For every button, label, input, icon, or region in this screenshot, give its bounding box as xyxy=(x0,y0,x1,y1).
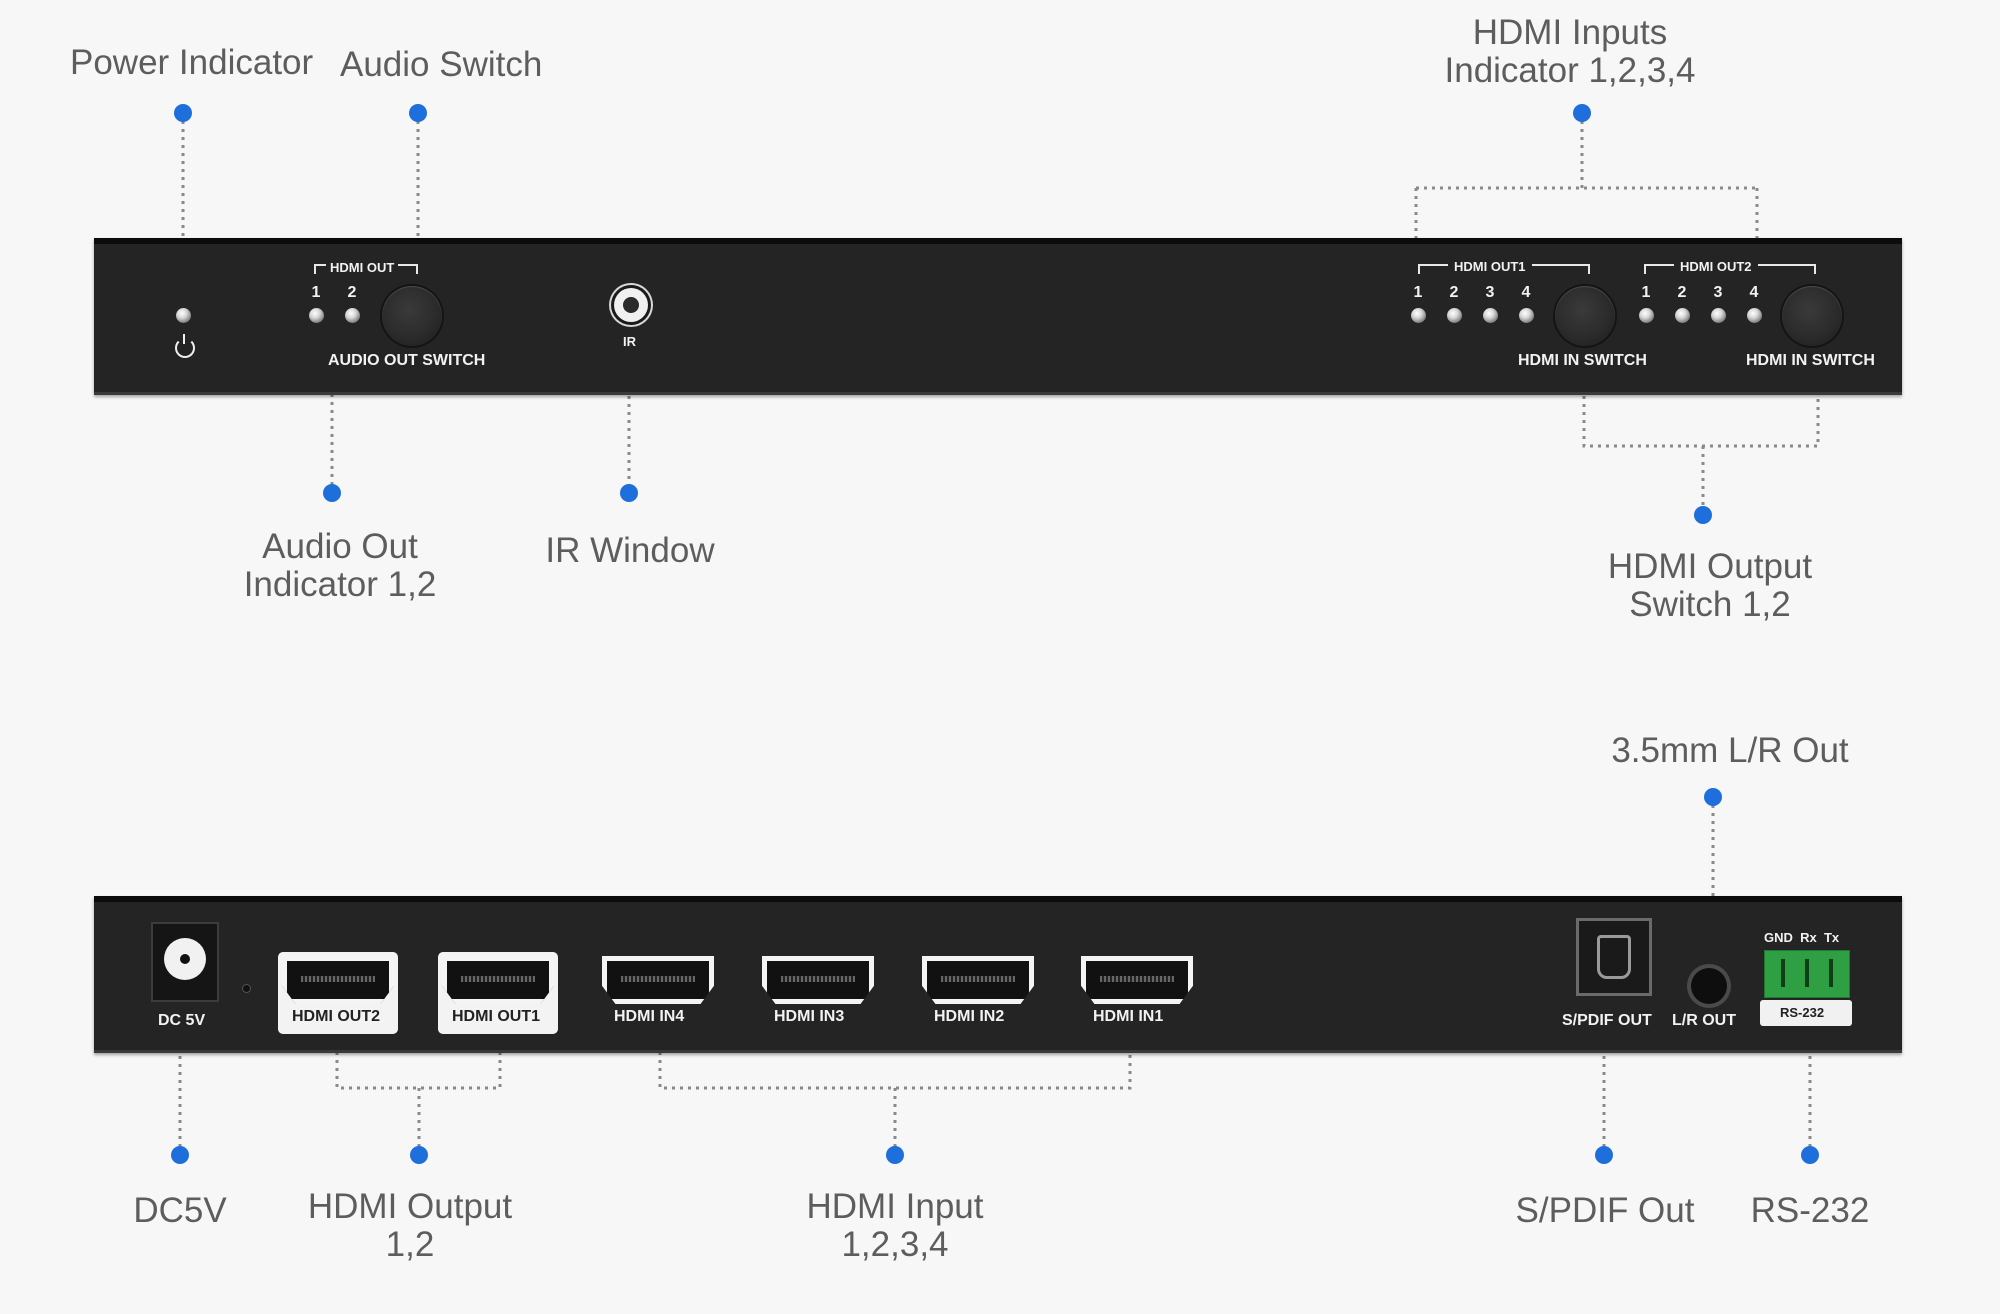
dot-lr-out xyxy=(1704,788,1722,806)
dc-power-jack[interactable] xyxy=(151,922,219,1002)
rs232-terminal[interactable] xyxy=(1764,950,1850,998)
hdmi-out2-port[interactable] xyxy=(282,956,394,1004)
dot-audio-switch xyxy=(409,104,427,122)
callout-hdmi-inputs-indicator: HDMI Inputs Indicator 1,2,3,4 xyxy=(1444,13,1696,90)
out1-led-3 xyxy=(1483,308,1498,323)
hdmi-out1-port-plate xyxy=(438,952,558,1034)
out2-led-num-4: 4 xyxy=(1749,284,1759,301)
hdmi-in2-label: HDMI IN2 xyxy=(934,1008,1005,1025)
dot-audio-out-indicator xyxy=(323,484,341,502)
hdmi-in1-label: HDMI IN1 xyxy=(1093,1008,1164,1025)
callout-audio-out-indicator: Audio Out Indicator 1,2 xyxy=(243,527,437,604)
reset-pinhole[interactable] xyxy=(242,984,251,993)
out2-led-num-2: 2 xyxy=(1677,284,1687,301)
spdif-label: S/PDIF OUT xyxy=(1562,1012,1652,1029)
power-icon xyxy=(175,334,195,358)
rs232-connector: RS-232 xyxy=(1760,924,1852,1026)
hdmi-in2-port[interactable] xyxy=(922,956,1034,1004)
hdmi-out-header: HDMI OUT xyxy=(326,260,399,275)
hdmi-in3-label: HDMI IN3 xyxy=(774,1008,845,1025)
audio-out-switch-label: AUDIO OUT SWITCH xyxy=(328,352,486,369)
hdmi-in4-label: HDMI IN4 xyxy=(614,1008,685,1025)
dot-power xyxy=(174,104,192,122)
callout-spdif-out: S/PDIF Out xyxy=(1515,1191,1695,1230)
ir-label: IR xyxy=(623,334,636,349)
ir-window xyxy=(614,288,648,322)
dot-output-switch xyxy=(1694,506,1712,524)
audio-led-2 xyxy=(345,308,360,323)
out1-led-num-2: 2 xyxy=(1449,284,1459,301)
audio-led-num-2: 2 xyxy=(347,284,357,301)
dot-inputs-indicator xyxy=(1573,104,1591,122)
power-led xyxy=(176,308,191,323)
callout-ir-window: IR Window xyxy=(545,531,715,570)
hdmi-out1-in-switch-button[interactable] xyxy=(1555,286,1615,346)
audio-out-switch-button[interactable] xyxy=(382,286,442,346)
hdmi-in4-port[interactable] xyxy=(602,956,714,1004)
dot-ir-window xyxy=(620,484,638,502)
hdmi-out1-port[interactable] xyxy=(442,956,554,1004)
out1-led-num-1: 1 xyxy=(1413,284,1423,301)
out2-led-num-3: 3 xyxy=(1713,284,1723,301)
callout-audio-switch: Audio Switch xyxy=(340,45,543,84)
hdmi-in1-port[interactable] xyxy=(1081,956,1193,1004)
out1-led-1 xyxy=(1411,308,1426,323)
callout-lr-out: 3.5mm L/R Out xyxy=(1611,731,1849,770)
rs232-pin-labels: GND Rx Tx xyxy=(1764,930,1840,945)
hdmi-in3-port[interactable] xyxy=(762,956,874,1004)
hdmi-out1-in-switch-label: HDMI IN SWITCH xyxy=(1518,352,1647,369)
dot-dc5v xyxy=(171,1146,189,1164)
out2-led-num-1: 1 xyxy=(1641,284,1651,301)
lr-out-label: L/R OUT xyxy=(1672,1012,1736,1029)
callout-hdmi-output: HDMI Output 1,2 xyxy=(307,1187,513,1264)
out2-led-1 xyxy=(1639,308,1654,323)
callout-power-indicator: Power Indicator xyxy=(70,43,314,82)
callout-hdmi-input: HDMI Input 1,2,3,4 xyxy=(806,1187,984,1264)
out1-led-4 xyxy=(1519,308,1534,323)
hdmi-out2-port-plate xyxy=(278,952,398,1034)
dot-rs232 xyxy=(1801,1146,1819,1164)
rs232-label-plate xyxy=(1760,1000,1852,1026)
out2-led-2 xyxy=(1675,308,1690,323)
out1-led-2 xyxy=(1447,308,1462,323)
hdmi-out2-in-switch-button[interactable] xyxy=(1782,286,1842,346)
dot-hdmi-input xyxy=(886,1146,904,1164)
hdmi-out1-header: HDMI OUT1 xyxy=(1448,259,1532,274)
rs232-label: RS-232 xyxy=(1780,1005,1825,1020)
audio-led-1 xyxy=(309,308,324,323)
hdmi-out2-label: HDMI OUT2 xyxy=(292,1008,380,1025)
spdif-port[interactable] xyxy=(1576,918,1652,996)
callout-dc5v: DC5V xyxy=(133,1191,227,1230)
dc-label: DC 5V xyxy=(158,1012,206,1029)
dot-spdif xyxy=(1595,1146,1613,1164)
hdmi-out2-in-switch-label: HDMI IN SWITCH xyxy=(1746,352,1875,369)
callout-rs232: RS-232 xyxy=(1750,1191,1870,1230)
out1-led-num-3: 3 xyxy=(1485,284,1495,301)
out1-led-num-4: 4 xyxy=(1521,284,1531,301)
hdmi-out1-label: HDMI OUT1 xyxy=(452,1008,540,1025)
hdmi-out2-header: HDMI OUT2 xyxy=(1674,259,1758,274)
out2-led-4 xyxy=(1747,308,1762,323)
lr-out-jack[interactable] xyxy=(1691,968,1727,1004)
out2-led-3 xyxy=(1711,308,1726,323)
dot-hdmi-output xyxy=(410,1146,428,1164)
audio-led-num-1: 1 xyxy=(311,284,321,301)
callout-hdmi-output-switch: HDMI Output Switch 1,2 xyxy=(1607,547,1813,624)
